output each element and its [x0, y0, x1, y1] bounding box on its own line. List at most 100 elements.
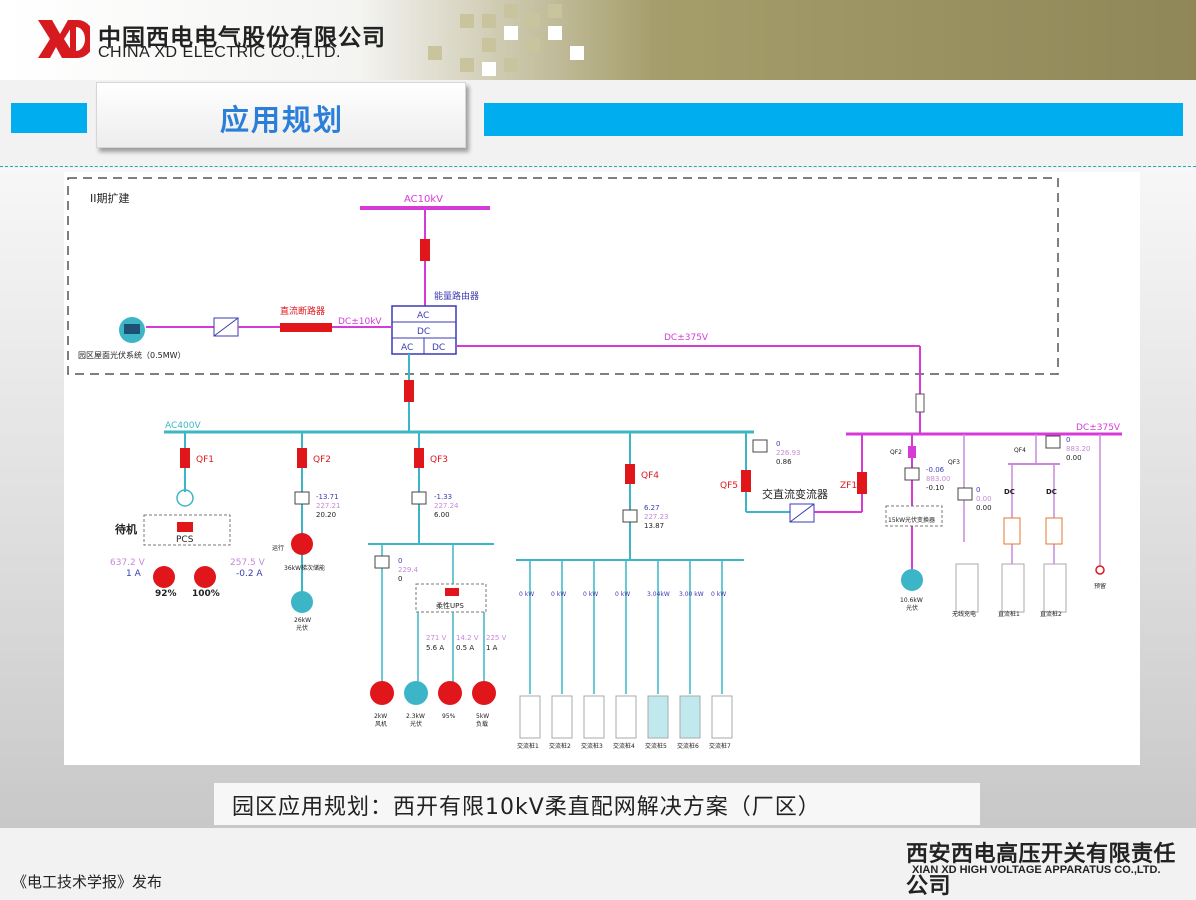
ac-charger-pile	[711, 695, 733, 739]
dc-meter3-v: 883.20	[1066, 445, 1091, 453]
xd-logo	[38, 20, 90, 58]
qf3-sub-kw: 0	[398, 557, 402, 565]
qf2-pv-name: 光伏	[296, 624, 308, 632]
qf3-meter-icon	[411, 491, 427, 505]
title-tab: 应用规划	[96, 82, 466, 148]
qf5-breaker	[741, 470, 751, 492]
wind-turbine-icon	[370, 681, 394, 705]
load-pv-kw: 2.3kW	[406, 713, 425, 720]
dc-pile2-controller	[1045, 517, 1063, 545]
phase2-frame	[67, 177, 1059, 375]
soc-left: 92%	[155, 589, 177, 599]
dc375-switch	[915, 393, 925, 413]
ac-charger-power: 3.04kW	[647, 591, 670, 598]
ups-v2: 14.2 V	[456, 634, 479, 642]
dc-meter3-icon	[1045, 435, 1061, 449]
footer-company-en: XIAN XD HIGH VOLTAGE APPARATUS CO.,LTD.	[912, 864, 1161, 876]
dc-meter3-kw: 0	[1066, 436, 1070, 444]
ups-a3: 1 A	[486, 644, 498, 652]
dc-meter2-icon	[957, 487, 973, 501]
pcs-left-voltage: 637.2 V	[110, 558, 146, 568]
dcdc1-label: DC	[1004, 488, 1015, 496]
pcs-label: PCS	[176, 535, 194, 545]
standby-label: 待机	[114, 522, 137, 536]
dc-meter2-v: 0.00	[976, 495, 992, 503]
ac-charger-label: 交流桩5	[645, 742, 667, 750]
load-wind-name: 风机	[375, 720, 387, 728]
dc-pile1-controller	[1003, 517, 1021, 545]
dcdc2-label: DC	[1046, 488, 1057, 496]
reserve-terminal-icon	[1095, 565, 1105, 575]
router-port-4: DC	[432, 343, 445, 353]
pcs-right-voltage: 257.5 V	[230, 558, 266, 568]
battery-icon-left	[153, 566, 175, 588]
qf2-meter-icon	[294, 491, 310, 505]
ac-charger-pile	[551, 695, 573, 739]
ac-charger-label: 交流桩4	[613, 742, 635, 750]
qf1-breaker	[180, 448, 190, 468]
qf4-kw: 6.27	[644, 504, 660, 512]
ac-charger-label: 交流桩6	[677, 742, 699, 750]
ups-pv-icon	[404, 681, 428, 705]
qf3-sub-meter-icon	[374, 555, 390, 569]
dc-pv-kw: 10.6kW	[900, 597, 923, 604]
qf3-breaker	[414, 448, 424, 468]
load-house-kw: 5kW	[476, 713, 489, 720]
dc-meter1-v: 883.00	[926, 475, 951, 483]
ac-charger-label: 交流桩2	[549, 742, 571, 750]
qf2-label: QF2	[313, 455, 331, 465]
router-port-2: DC	[417, 327, 430, 337]
single-line-diagram: II期扩建 AC10kV 能量路由器 AC DC AC DC 园区屋面光伏系统（…	[67, 177, 1122, 750]
load-house-name: 负载	[476, 720, 488, 728]
zf1-breaker	[857, 472, 867, 494]
qf4-breaker	[625, 464, 635, 484]
qf3-sub-a: 0	[398, 575, 402, 583]
qf3-v: 227.24	[434, 502, 459, 510]
ac400v-label: AC400V	[165, 421, 201, 431]
battery-icon-right	[194, 566, 216, 588]
ups-a2: 0.5 A	[456, 644, 474, 652]
qf5-kw: 0	[776, 440, 780, 448]
dc-converter-box	[885, 505, 943, 527]
diagram-panel: II期扩建 AC10kV 能量路由器 AC DC AC DC 园区屋面光伏系统（…	[64, 172, 1140, 765]
ups-a1: 5.6 A	[426, 644, 444, 652]
load-wind-kw: 2kW	[374, 713, 387, 720]
ac-charger-label: 交流桩7	[709, 742, 731, 750]
ups-battery-icon	[438, 681, 462, 705]
wireless-charger	[955, 563, 979, 613]
ac-charger-power: 0 kW	[615, 591, 630, 598]
soc-right: 100%	[192, 589, 220, 599]
wireless-label: 无线充电	[952, 610, 976, 618]
reserve-label: 预留	[1094, 582, 1106, 590]
qf2-pv-kw: 26kW	[294, 617, 311, 624]
router-port-1: AC	[417, 311, 429, 321]
phase2-label: II期扩建	[90, 191, 130, 205]
dc-pile1	[1001, 563, 1025, 613]
decorative-squares	[428, 4, 584, 76]
dc-meter2-a: 0.00	[976, 504, 992, 512]
ac-charger-power: 0 kW	[551, 591, 566, 598]
qf1-label: QF1	[196, 455, 214, 465]
rooftop-pv-label: 园区屋面光伏系统（0.5MW）	[78, 350, 186, 360]
qf2-v: 227.21	[316, 502, 341, 510]
dashed-divider	[0, 166, 1196, 167]
title-bar-right	[484, 103, 1183, 136]
ac10kv-breaker	[420, 239, 430, 261]
dc-meter2-kw: 0	[976, 486, 980, 494]
router-port-3: AC	[401, 343, 413, 353]
caption: 园区应用规划：西开有限10kV柔直配网解决方案（厂区）	[214, 783, 980, 825]
ac400-breaker	[404, 380, 414, 402]
pcs-left-current: 1 A	[126, 569, 142, 579]
acdc-converter-label: 交直流变流器	[762, 487, 828, 501]
ac-charger-power: 0 kW	[711, 591, 726, 598]
ac-charger-power: 0 kW	[583, 591, 598, 598]
dc-meter1-icon	[904, 467, 920, 481]
ac10kv-label: AC10kV	[404, 194, 443, 205]
dc-meter1-kw: -0.06	[926, 466, 945, 474]
dc-meter3-a: 0.00	[1066, 454, 1082, 462]
ac-charger-power: 0 kW	[519, 591, 534, 598]
dc-meter1-a: -0.10	[926, 484, 944, 492]
house-load-icon	[472, 681, 496, 705]
footer-source-note: 《电工技术学报》发布	[12, 873, 163, 891]
qf3-kw: -1.33	[434, 493, 452, 501]
